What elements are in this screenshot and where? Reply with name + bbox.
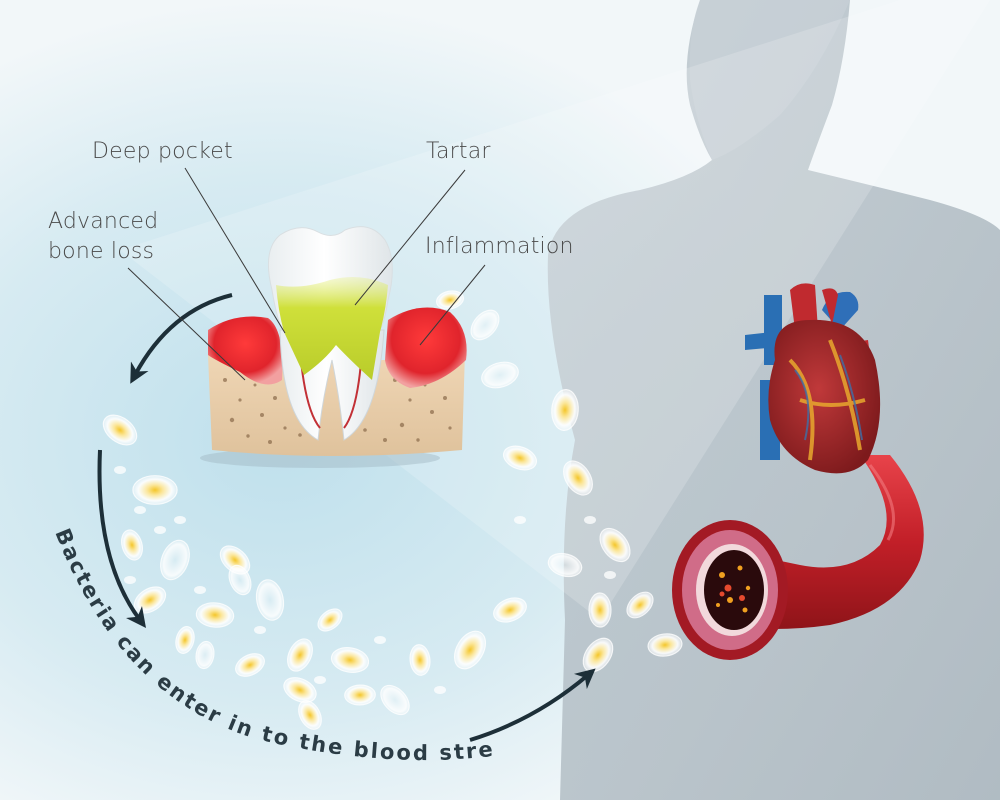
bacteria-icon <box>255 579 285 621</box>
bacteria-icon <box>102 414 138 446</box>
bacteria-icon <box>409 644 431 676</box>
bacteria-icon <box>435 290 465 310</box>
label-deep-pocket: Deep pocket <box>92 139 233 164</box>
bacteria-icon <box>330 647 370 673</box>
bacteria-icon <box>599 527 631 563</box>
bacteria-icon <box>514 516 526 524</box>
label-tartar: Tartar <box>426 139 491 164</box>
bacteria-icon <box>470 309 500 341</box>
bacteria-icon <box>380 684 410 716</box>
bacteria-group <box>102 290 704 730</box>
tooth-icon <box>200 226 467 468</box>
bacteria-icon <box>502 445 538 471</box>
bacteria-icon <box>647 633 683 657</box>
bacteria-icon <box>132 475 178 505</box>
artery-icon <box>672 455 924 660</box>
bacteria-icon <box>374 636 386 644</box>
bacteria-icon <box>228 564 252 596</box>
bacteria-icon <box>453 630 487 670</box>
bacteria-icon <box>317 608 343 632</box>
curved-arrow-icon <box>97 449 146 629</box>
bacteria-icon <box>120 529 144 561</box>
heart-icon <box>745 283 881 474</box>
deep-pocket-leader-line <box>184 167 286 334</box>
bacteria-icon <box>195 602 235 628</box>
bacteria-icon <box>283 677 317 703</box>
bacteria-icon <box>314 676 326 684</box>
bacteria-icon <box>114 466 126 474</box>
bacteria-icon <box>481 361 519 389</box>
curved-arrow-icon <box>469 668 596 742</box>
bacteria-icon <box>298 700 322 730</box>
label-advanced-bone-loss-line1: Advanced <box>48 209 158 234</box>
bacteria-icon <box>175 626 195 654</box>
bacteria-icon <box>344 684 376 706</box>
bacteria-icon <box>195 640 215 670</box>
bacteria-icon <box>626 591 654 619</box>
bacteria-icon <box>551 389 579 431</box>
bacteria-icon <box>124 576 136 584</box>
silhouette-head-highlight <box>689 0 850 160</box>
bacteria-icon <box>174 516 186 524</box>
bacteria-icon <box>604 571 616 579</box>
bacteria-icon <box>154 526 166 534</box>
bacteria-icon <box>160 539 190 581</box>
inflammation-leader-line <box>419 264 486 346</box>
bacteria-icon <box>563 460 593 496</box>
bacteria-icon <box>235 653 265 677</box>
bacteria-icon <box>287 638 313 672</box>
bacteria-icon <box>493 597 527 623</box>
bacteria-icon <box>588 592 612 628</box>
bacteria-icon <box>547 552 583 578</box>
label-advanced-bone-loss-line2: bone loss <box>48 239 154 264</box>
bacteria-icon <box>194 586 206 594</box>
label-inflammation: Inflammation <box>425 234 574 259</box>
bacteria-icon <box>134 506 146 514</box>
tartar-leader-line <box>354 169 466 306</box>
light-beam <box>120 0 990 620</box>
bone-loss-leader-line <box>127 267 246 381</box>
curved-arrow-icon <box>130 293 233 384</box>
bacteria-icon <box>584 516 596 524</box>
bacteria-icon <box>254 626 266 634</box>
bacteria-icon <box>434 686 446 694</box>
